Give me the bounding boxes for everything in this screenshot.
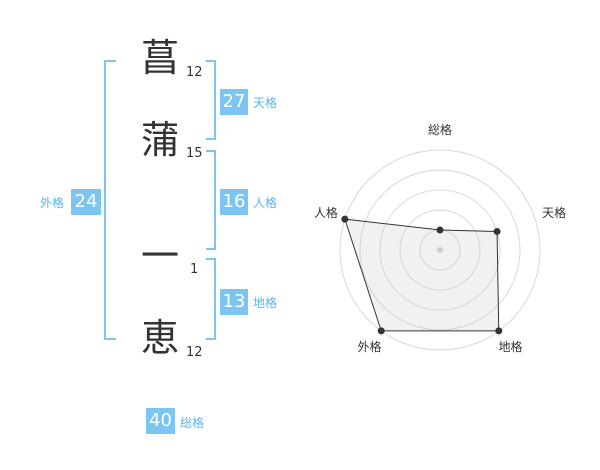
radar-ring (379, 189, 501, 311)
name-char-3: 一 (140, 234, 179, 278)
radar-point-jinkaku (341, 215, 349, 223)
soukaku-value: 40 (146, 408, 175, 434)
radar-points (341, 215, 503, 335)
radar-point-chikaku (495, 327, 503, 335)
jinkaku-label: 人格 (253, 196, 278, 210)
radar-center (437, 247, 443, 253)
chikaku-value: 13 (220, 289, 248, 315)
tenkaku-label: 天格 (253, 96, 278, 110)
soukaku-label: 総格 (180, 416, 205, 430)
tenkaku-value: 27 (220, 89, 248, 115)
name-char-1: 菖 (140, 36, 179, 80)
name-char-2: 蒲 (140, 118, 179, 162)
jinkaku-bracket (206, 150, 216, 250)
gaikaku-bracket (104, 60, 116, 340)
radar-label-jinkaku: 人格 (314, 205, 338, 220)
radar-ring (339, 149, 541, 351)
radar-ring (399, 209, 481, 291)
radar-area (344, 218, 500, 332)
gaikaku-label: 外格 (40, 196, 65, 210)
radar-label-tenkaku: 天格 (542, 205, 566, 220)
stroke-count-3: 1 (190, 262, 199, 277)
stroke-count-1: 12 (186, 65, 203, 80)
tenkaku-bracket (206, 60, 216, 140)
radar-label-chikaku: 地格 (499, 339, 523, 354)
radar-label-soukaku: 総格 (428, 122, 452, 137)
stroke-count-4: 12 (186, 345, 203, 360)
name-char-4: 恵 (140, 316, 179, 360)
radar-point-gaikaku (377, 327, 385, 335)
radar-point-tenkaku (493, 227, 501, 235)
chikaku-bracket (206, 258, 216, 340)
radar-point-soukaku (436, 226, 444, 234)
radar-label-gaikaku: 外格 (357, 339, 381, 354)
jinkaku-value: 16 (220, 189, 248, 215)
radar-ring (359, 169, 521, 331)
radar-grid (339, 149, 541, 351)
stroke-count-2: 15 (186, 146, 203, 161)
chikaku-label: 地格 (253, 296, 278, 310)
gaikaku-value: 24 (71, 189, 101, 215)
